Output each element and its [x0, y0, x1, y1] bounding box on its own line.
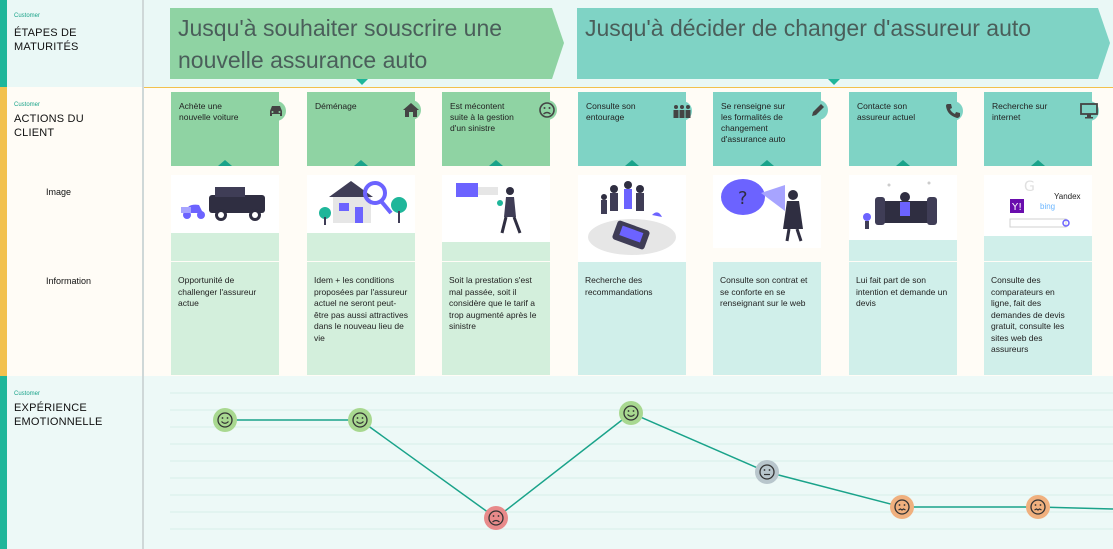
car-icon [266, 101, 286, 121]
svg-text:Y!: Y! [1011, 202, 1022, 213]
action-title: Contacte son assureur actuel [857, 101, 916, 122]
info-box: Consulte des comparateurs en ligne, fait… [984, 262, 1092, 375]
monitor-icon [1079, 101, 1099, 121]
image-filler [849, 240, 957, 261]
action-card[interactable]: Consulte son entourage [578, 92, 686, 166]
action-card[interactable]: Achète une nouvelle voiture [171, 92, 279, 166]
people-icon [672, 101, 692, 121]
emotion-row [0, 376, 1113, 549]
info-text: Consulte son contrat et se conforte en s… [720, 275, 808, 308]
info-text: Opportunité de challenger l'assureur act… [178, 275, 257, 308]
svg-text:G: G [1024, 179, 1035, 195]
information-label: Information [46, 276, 92, 286]
emotion-points [213, 401, 1050, 530]
stage-notch-2 [828, 79, 840, 85]
row-label-emotion: Customer EXPÉRIENCE EMOTIONNELLE [0, 376, 144, 549]
card-notch [1031, 160, 1045, 166]
emotion-point-happy-icon [348, 408, 372, 432]
stage-title-2: Jusqu'à décider de changer d'assureur au… [585, 15, 1032, 41]
stage-arrows [170, 8, 1110, 85]
bing-logo: bing [1040, 202, 1056, 211]
action-card[interactable]: Déménage [307, 92, 415, 166]
illustration-complaint [442, 175, 550, 242]
emotion-point-neutral-icon [755, 460, 779, 484]
info-box: Recherche des recommandations [578, 262, 686, 375]
yandex-logo: Yandex [1054, 192, 1081, 201]
info-box: Lui fait part de son intention et demand… [849, 262, 957, 375]
home-icon [401, 100, 421, 120]
info-box: Opportunité de challenger l'assureur act… [171, 262, 279, 375]
illustration-search-engines: G Y! Yandex bing [984, 175, 1092, 236]
image-filler [307, 233, 415, 261]
accent-bar [0, 0, 7, 87]
action-title: Achète une nouvelle voiture [179, 101, 239, 122]
row-title: EXPÉRIENCE EMOTIONNELLE [14, 402, 103, 428]
stage-arrow-2 [577, 8, 1110, 79]
illustration-phonecall [849, 175, 957, 240]
illustration-car [171, 175, 279, 233]
card-notch [896, 160, 910, 166]
info-text: Soit la prestation s'est mal passée, soi… [449, 275, 537, 331]
card-notch [218, 160, 232, 166]
pencil-icon [808, 100, 828, 120]
emotion-point-annoyed-icon [1026, 495, 1050, 519]
image-filler [171, 233, 279, 261]
card-notch [760, 160, 774, 166]
info-box: Soit la prestation s'est mal passée, soi… [442, 262, 550, 375]
phone-icon [943, 101, 963, 121]
action-card[interactable]: Contacte son assureur actuel [849, 92, 957, 166]
row-tag: Customer [14, 391, 41, 397]
info-box: Idem + les conditions proposées par l'as… [307, 262, 415, 375]
info-box: Consulte son contrat et se conforte en s… [713, 262, 821, 375]
action-card[interactable]: Recherche sur internet [984, 92, 1092, 166]
row-title: ACTIONS DU CLIENT [14, 113, 84, 139]
stage-title-1: Jusqu'à souhaiter souscrire une nouvelle… [178, 15, 503, 73]
image-label: Image [46, 187, 72, 197]
action-title: Recherche sur internet [992, 101, 1048, 122]
card-notch [354, 160, 368, 166]
row-tag: Customer [14, 13, 41, 19]
image-filler [984, 236, 1092, 261]
action-card[interactable]: Est mécontent suite à la gestion d'un si… [442, 92, 550, 166]
emotion-point-happy-icon [619, 401, 643, 425]
image-filler [442, 242, 550, 261]
card-notch [489, 160, 503, 166]
action-title: Consulte son entourage [586, 101, 636, 122]
stage-arrow-1 [170, 8, 564, 79]
sad-face-icon [537, 100, 557, 120]
illustration-entourage [578, 175, 686, 263]
info-text: Idem + les conditions proposées par l'as… [314, 275, 409, 343]
emotion-curve [225, 412, 1113, 519]
action-title: Déménage [315, 101, 357, 111]
action-title: Est mécontent suite à la gestion d'un si… [450, 101, 514, 133]
card-notch [625, 160, 639, 166]
row-label-actions: Customer ACTIONS DU CLIENT Image Informa… [0, 87, 144, 376]
accent-bar [0, 376, 7, 549]
emotion-point-sad-icon [484, 506, 508, 530]
accent-bar [0, 87, 7, 376]
stage-notch-1 [356, 79, 368, 85]
info-text: Lui fait part de son intention et demand… [856, 275, 948, 308]
action-card[interactable]: Se renseigne sur les formalités de chang… [713, 92, 821, 166]
emotion-point-happy-icon [213, 408, 237, 432]
svg-text:?: ? [738, 188, 748, 209]
info-text: Consulte des comparateurs en ligne, fait… [991, 275, 1065, 354]
row-label-stages: Customer ÉTAPES DE MATURITÉS [0, 0, 144, 87]
action-title: Se renseigne sur les formalités de chang… [721, 101, 786, 144]
row-tag: Customer [14, 102, 41, 108]
row-title: ÉTAPES DE MATURITÉS [14, 27, 79, 53]
illustration-house [307, 175, 415, 233]
info-text: Recherche des recommandations [585, 275, 653, 297]
illustration-research: ? [713, 175, 821, 248]
emotion-point-annoyed-icon [890, 495, 914, 519]
emotion-graph [170, 392, 1113, 530]
